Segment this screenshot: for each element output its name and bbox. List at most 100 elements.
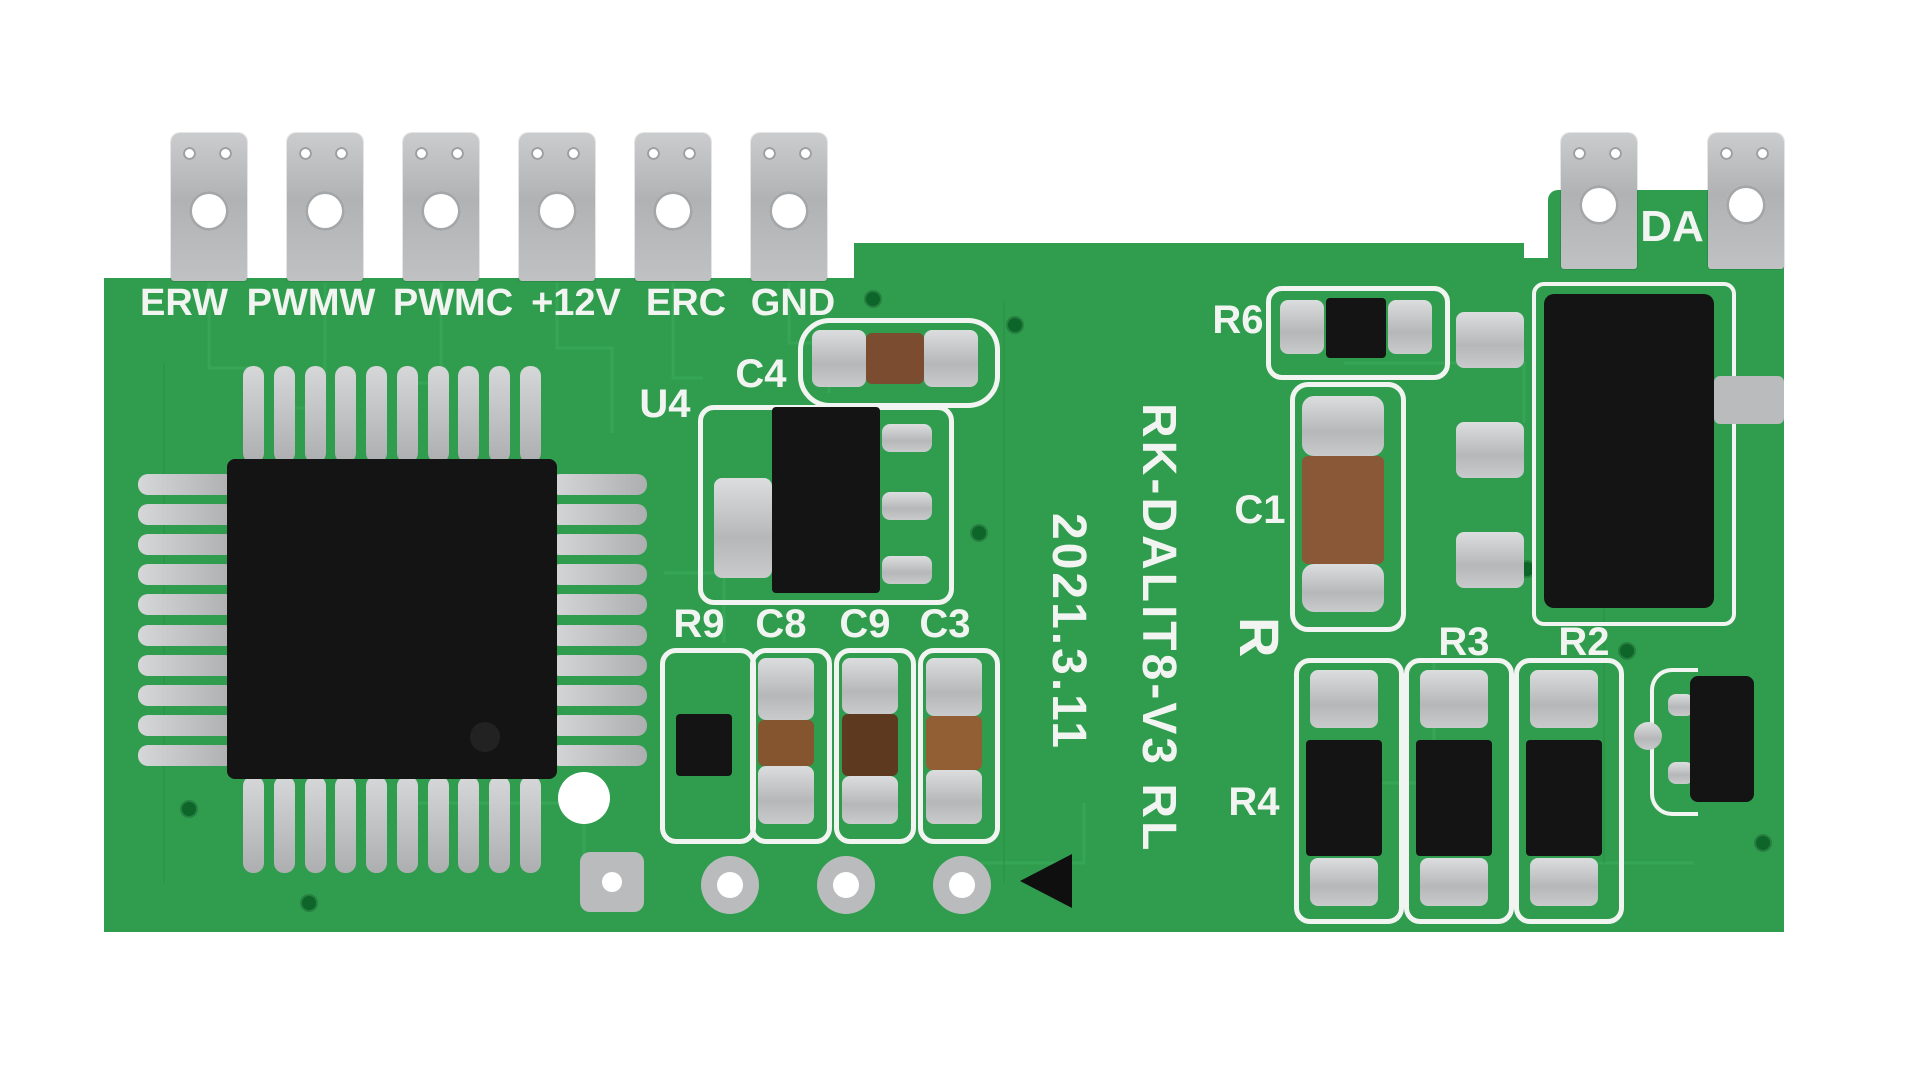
ic-pin: [396, 366, 418, 463]
ic-pin: [366, 366, 388, 463]
ic-pin: [304, 776, 326, 873]
resistor-c-body: [1526, 740, 1602, 856]
resistor-b-body: [1416, 740, 1492, 856]
r6-pad-right: [1388, 300, 1432, 354]
power-ic-body: [1544, 294, 1714, 608]
terminal-hole-small: [567, 147, 580, 160]
ic-pin: [243, 776, 264, 873]
power-ic-pad-3: [1456, 532, 1524, 588]
c4-silk-outline: [798, 318, 1000, 408]
terminal-gnd: [751, 133, 827, 281]
ic-pin: [138, 714, 235, 736]
ic-pin: [138, 504, 235, 526]
ic-pin: [335, 366, 357, 463]
c4-pad-right: [924, 330, 978, 387]
u4-tab-pad: [714, 478, 772, 578]
ic-pin: [427, 366, 449, 463]
label-r: R: [1228, 617, 1291, 661]
ic-pin: [138, 624, 235, 646]
terminal-pwmw: [287, 133, 363, 281]
c3-pad-bottom: [926, 770, 982, 824]
ic-pin: [550, 474, 647, 495]
terminal-12v: [519, 133, 595, 281]
via: [182, 802, 196, 816]
ic-pin: [550, 594, 647, 616]
c9-pad-bottom: [842, 776, 898, 824]
terminal-label-da: DA: [1640, 202, 1704, 251]
c9-pad-top: [842, 658, 898, 714]
program-pad-hole: [602, 872, 622, 892]
terminal-hole-small: [683, 147, 696, 160]
terminal-hole-small: [1609, 147, 1622, 160]
c3-pad-top: [926, 658, 982, 716]
via: [1756, 836, 1770, 850]
terminal-label-erc: ERC: [645, 282, 727, 324]
c1-pad-bottom: [1302, 564, 1384, 612]
ic-pin: [550, 624, 647, 646]
terminal-hole-large: [1726, 185, 1766, 225]
resistor-a-body: [1306, 740, 1382, 856]
terminal-hole-large: [1579, 185, 1619, 225]
c4-capacitor-body: [866, 333, 924, 384]
qfp-pin-strip-right: [550, 474, 647, 766]
terminal-label-pwmw: PWMW: [246, 282, 376, 324]
label-r9: R9: [673, 602, 725, 646]
ic-pin: [138, 744, 235, 766]
terminal-hole-small: [799, 147, 812, 160]
via: [1008, 318, 1022, 332]
ic-pin: [458, 776, 480, 873]
sot-lead-2: [1668, 762, 1694, 784]
via: [866, 292, 880, 306]
power-ic-pad-2: [1456, 422, 1524, 478]
c9-silk-outline: [834, 648, 916, 844]
terminal-hole-large: [189, 191, 229, 231]
ic-pin: [138, 534, 235, 556]
resistor-c-pad-top: [1530, 670, 1598, 728]
u4-pad-2: [882, 492, 932, 520]
terminal-hole-small: [299, 147, 312, 160]
terminal-hole-large: [653, 191, 693, 231]
terminal-hole-small: [335, 147, 348, 160]
sot-lead-1: [1668, 694, 1694, 716]
sot-solder-dot: [1634, 722, 1662, 750]
ic-pin: [366, 776, 388, 873]
terminal-hole-large: [305, 191, 345, 231]
u4-body: [772, 407, 880, 593]
resistor-a-silk-outline: [1294, 658, 1404, 924]
power-ic-silk-outline: [1532, 282, 1736, 626]
terminal-hole-small: [1720, 147, 1733, 160]
via: [1620, 644, 1634, 658]
ic-pin: [519, 366, 541, 463]
program-pad-round-1: [701, 856, 759, 914]
ic-pin: [550, 744, 647, 766]
c1-capacitor-body: [1302, 456, 1384, 564]
c3-silk-outline: [918, 648, 1000, 844]
label-c3: C3: [919, 602, 971, 646]
ic-pin: [550, 654, 647, 676]
u4-pad-1: [882, 424, 932, 452]
terminal-erw: [171, 133, 247, 281]
c1-silk-outline: [1290, 382, 1406, 632]
c8-pad-bottom: [758, 766, 814, 824]
silk-model: RK-DALIT8-V3 RL: [1132, 402, 1185, 854]
r6-silk-outline: [1266, 286, 1450, 380]
mounting-hole: [558, 772, 610, 824]
r6-pad-left: [1280, 300, 1324, 354]
label-r2: R2: [1558, 620, 1610, 664]
terminal-hole-large: [537, 191, 577, 231]
terminal-label-12v: +12V: [531, 282, 621, 324]
u4-pad-3: [882, 556, 932, 584]
terminal-hole-small: [219, 147, 232, 160]
terminal-da-right: [1708, 133, 1784, 269]
silk-date: 2021.3.11: [1042, 513, 1095, 751]
c1-pad-top: [1302, 396, 1384, 456]
qfp-pin-strip-left: [138, 474, 235, 766]
program-pad-hole: [949, 872, 975, 898]
qfp-chip-body: [227, 459, 557, 779]
resistor-c-pad-bottom: [1530, 858, 1598, 906]
terminal-hole-small: [451, 147, 464, 160]
c8-pad-top: [758, 658, 814, 720]
terminal-hole-small: [1756, 147, 1769, 160]
via: [972, 526, 986, 540]
